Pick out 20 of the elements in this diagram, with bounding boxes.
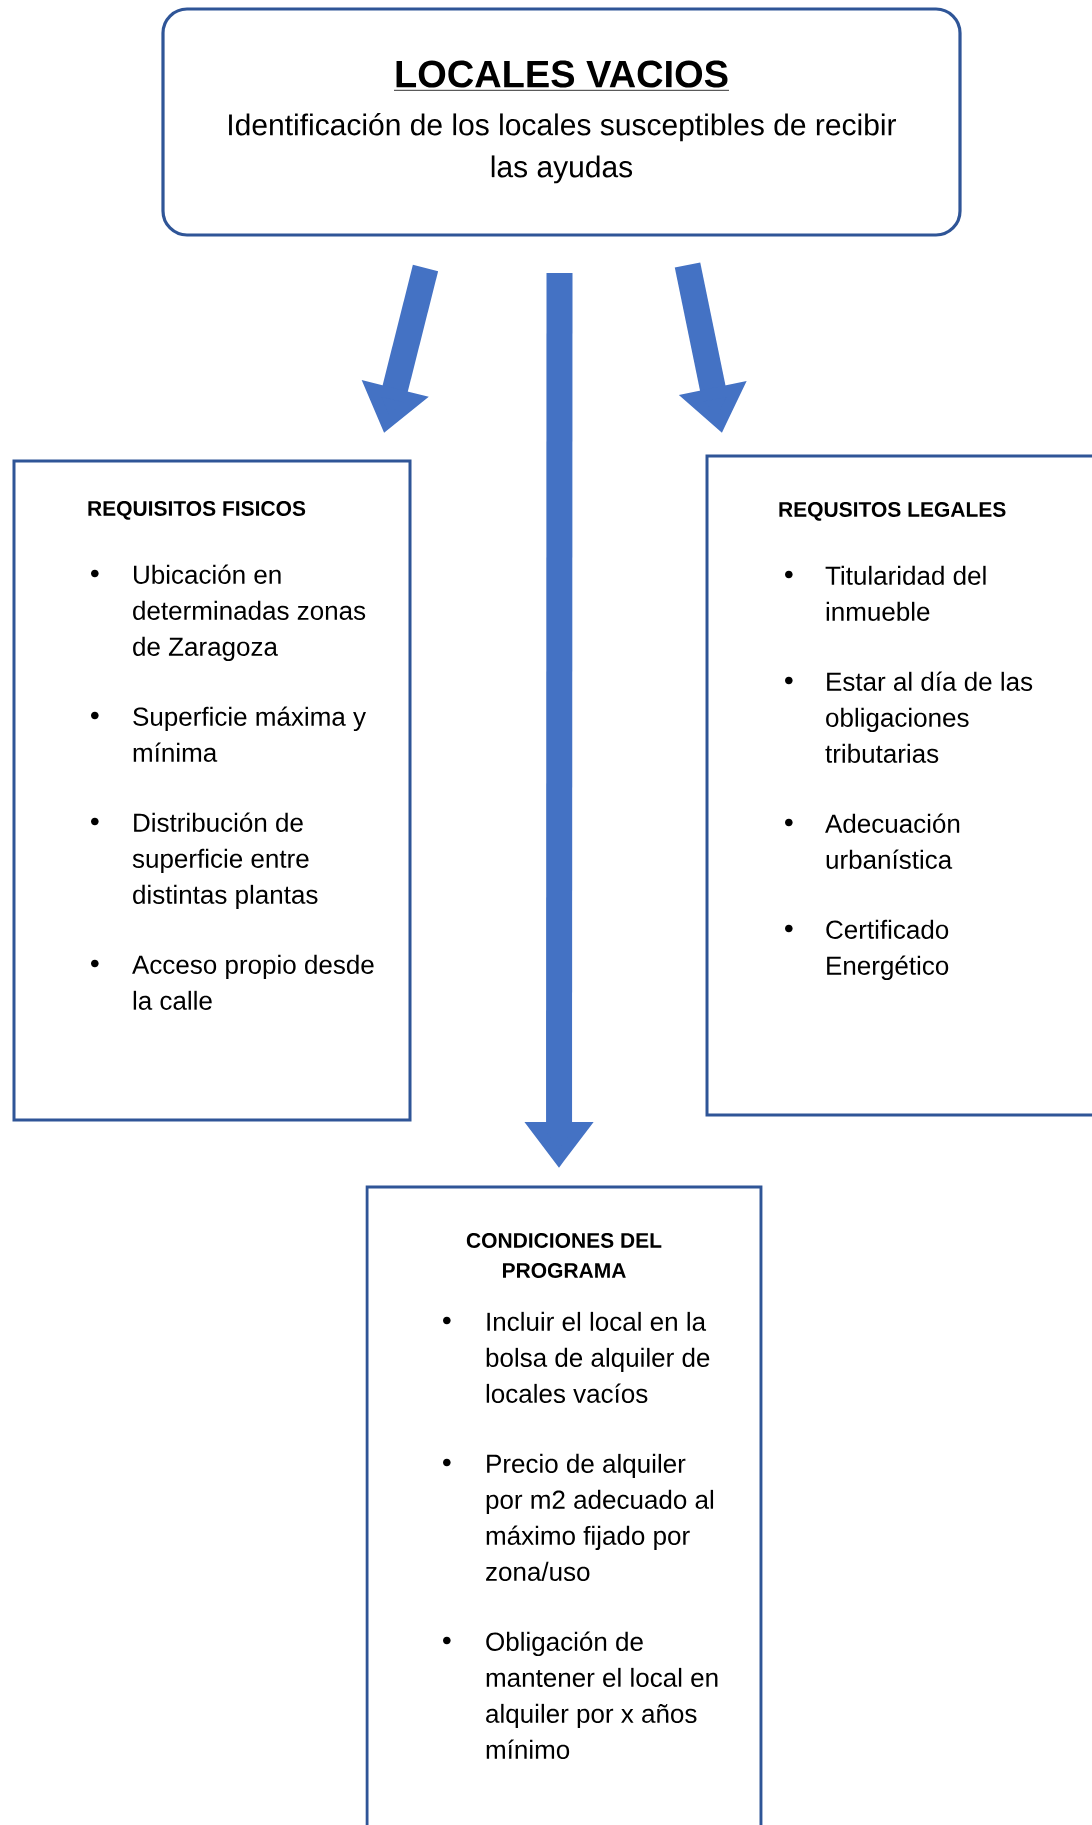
list-item: Obligación de mantener el local en alquiler por x años mínimo (486, 1631, 718, 1759)
list-item: Adecuación urbanística (825, 813, 960, 869)
list-item: Superficie máxima y mínima (133, 706, 366, 762)
list-item: Precio de alquiler por m2 adecuado al máximo fijado por zona/uso (486, 1453, 714, 1581)
title: LOCALES VACIOS (393, 60, 730, 91)
list-item: Acceso propio desde la calle (132, 954, 374, 1010)
list-item: Certificado Energético (826, 919, 949, 981)
requirements-box (705, 454, 1092, 1117)
requirements-box (365, 1185, 763, 1825)
list-item: Incluir el local en la bolsa de alquiler de locales vacíos (486, 1311, 710, 1403)
subtitle: Identificación de los locales susceptibles de recibir las ayudas (229, 113, 896, 184)
section-heading: REQUISITOS FISICOS (88, 501, 306, 520)
title-box (161, 7, 962, 237)
list-item: Distribución de superficie entre distintas plantas (132, 812, 318, 910)
list-item: Titularidad del inmueble (825, 565, 986, 621)
list-item: Estar al día de las obligaciones tributarias (825, 671, 1033, 763)
section-heading: CONDICIONES DEL PROGRAMA (466, 1233, 662, 1278)
requirements-box (12, 459, 412, 1122)
section-heading: REQUSITOS LEGALES (779, 502, 1006, 521)
list-item: Ubicación en determinadas zonas de Zaragoza (133, 564, 366, 662)
